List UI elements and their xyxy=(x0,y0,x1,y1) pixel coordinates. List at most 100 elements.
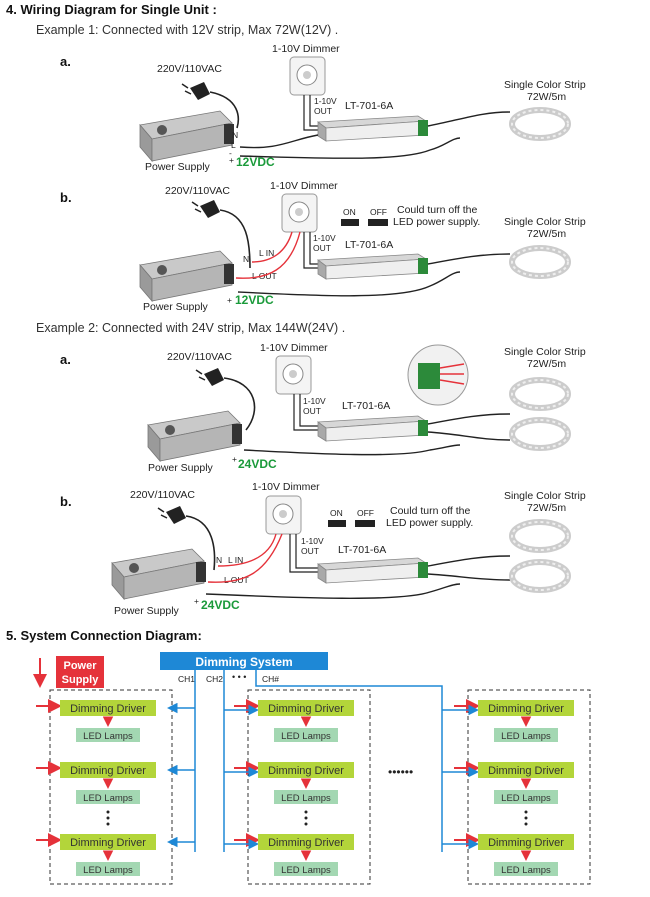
power-supply-label: Power Supply xyxy=(143,301,209,313)
controller-icon xyxy=(316,415,428,442)
ac-input-label: 220V/110VAC xyxy=(157,63,222,75)
dimming-driver-label: Dimming Driver xyxy=(268,765,344,777)
led-lamps-label: LED Lamps xyxy=(281,865,331,876)
terminal-n: N xyxy=(243,254,249,264)
dimmer-icon xyxy=(265,495,302,535)
more-rows-dot xyxy=(106,810,110,814)
terminal-closeup-icon xyxy=(407,344,469,406)
controller-label: LT-701-6A xyxy=(338,544,386,556)
dimming-driver-box xyxy=(258,700,354,716)
on-switch-icon xyxy=(328,520,346,527)
off-switch-icon xyxy=(355,520,375,527)
led-lamps-box xyxy=(274,862,338,876)
led-lamps-label: LED Lamps xyxy=(281,731,331,742)
led-lamps-label: LED Lamps xyxy=(501,731,551,742)
panel-example1-b: b. 220V/110VAC N L IN L OUT + Power Supp… xyxy=(60,180,586,313)
led-lamps-label: LED Lamps xyxy=(83,731,133,742)
dimmer-out-label-2: OUT xyxy=(303,406,321,416)
dimmer-out-label-2: OUT xyxy=(314,106,332,116)
power-supply-icon xyxy=(139,250,234,303)
dimming-driver-box xyxy=(258,834,354,850)
led-lamps-label: LED Lamps xyxy=(281,793,331,804)
led-strip-icon xyxy=(509,519,571,553)
terminal-n: N xyxy=(216,555,222,565)
power-supply-icon xyxy=(139,110,234,163)
dimming-driver-label: Dimming Driver xyxy=(488,765,564,777)
panel-example2-b: b. 220V/110VAC N L IN L OUT + Power Supp… xyxy=(60,481,586,617)
ac-plug-icon xyxy=(191,200,220,218)
dimmer-out-label-1: 1-10V xyxy=(313,233,336,243)
dimmer-label: 1-10V Dimmer xyxy=(270,180,338,192)
led-lamps-label: LED Lamps xyxy=(83,865,133,876)
dimming-driver-label: Dimming Driver xyxy=(488,837,564,849)
turn-off-note-2: LED power supply. xyxy=(386,517,473,529)
panel-example2-a: a. 220V/110VAC Power Supply + 24VDC 1-10… xyxy=(60,342,586,474)
dc-voltage-label: 24VDC xyxy=(201,598,240,612)
dimming-driver-box xyxy=(60,700,156,716)
dimming-driver-box xyxy=(478,762,574,778)
dimmer-out-label-2: OUT xyxy=(301,546,319,556)
controller-icon xyxy=(316,253,428,280)
off-label: OFF xyxy=(357,508,374,518)
group-ellipsis: •••••• xyxy=(388,765,413,779)
panel-example1-a: a. 220V/110VAC N L Power Supply + - 12VD… xyxy=(60,43,586,173)
dimmer-label: 1-10V Dimmer xyxy=(272,43,340,55)
ac-input-label: 220V/110VAC xyxy=(130,489,195,501)
terminal-plus: + xyxy=(232,454,237,464)
dimming-driver-box xyxy=(478,834,574,850)
channel-dots: • • • xyxy=(232,672,246,682)
off-switch-icon xyxy=(368,219,388,226)
strip-label-2: 72W/5m xyxy=(527,502,566,514)
channel-chn: CH# xyxy=(262,674,279,684)
power-supply-legend: Power Supply xyxy=(33,656,104,688)
dimming-driver-label: Dimming Driver xyxy=(70,765,146,777)
ac-input-label: 220V/110VAC xyxy=(167,351,232,363)
turn-off-note-2: LED power supply. xyxy=(393,216,480,228)
ac-plug-icon xyxy=(195,368,224,386)
more-rows-dot xyxy=(304,810,308,814)
led-lamps-label: LED Lamps xyxy=(501,793,551,804)
terminal-plus: + xyxy=(227,295,232,305)
led-lamps-box xyxy=(76,728,140,742)
controller-label: LT-701-6A xyxy=(342,400,390,412)
led-strip-icon xyxy=(509,107,571,141)
dimming-driver-label: Dimming Driver xyxy=(268,837,344,849)
dimmer-icon xyxy=(289,56,326,96)
on-switch-icon xyxy=(341,219,359,226)
ac-plug-icon xyxy=(181,82,210,100)
panel-letter: b. xyxy=(60,494,72,509)
channel-ch2: CH2 xyxy=(206,674,223,684)
power-supply-box-line1: Power xyxy=(63,660,97,672)
dimmer-icon xyxy=(281,193,318,233)
led-lamps-box xyxy=(76,790,140,804)
dimming-driver-box xyxy=(478,700,574,716)
terminal-plus: + xyxy=(194,596,199,606)
led-lamps-box xyxy=(76,862,140,876)
dimming-driver-label: Dimming Driver xyxy=(70,703,146,715)
example2-caption: Example 2: Connected with 24V strip, Max… xyxy=(36,321,345,335)
terminal-l: L xyxy=(231,140,236,150)
led-lamps-box xyxy=(274,790,338,804)
dc-voltage-label: 12VDC xyxy=(236,155,275,169)
ac-plug-icon xyxy=(157,506,186,524)
controller-label: LT-701-6A xyxy=(345,239,393,251)
section4-title: 4. Wiring Diagram for Single Unit : xyxy=(6,2,217,17)
more-rows-dot xyxy=(304,822,308,826)
led-strip-icon xyxy=(509,245,571,279)
led-strip-icon xyxy=(509,417,571,451)
dimmer-out-label-1: 1-10V xyxy=(314,96,337,106)
l-in-label: L IN xyxy=(228,555,243,565)
strip-label-2: 72W/5m xyxy=(527,358,566,370)
off-label: OFF xyxy=(370,207,387,217)
panel-letter: a. xyxy=(60,352,71,367)
controller-icon xyxy=(316,115,428,142)
controller-label: LT-701-6A xyxy=(345,100,393,112)
dimmer-out-label-1: 1-10V xyxy=(301,536,324,546)
panel-letter: b. xyxy=(60,190,72,205)
terminal-plus: + xyxy=(229,155,234,165)
example1-caption: Example 1: Connected with 12V strip, Max… xyxy=(36,23,338,37)
dimmer-label: 1-10V Dimmer xyxy=(260,342,328,354)
more-rows-dot xyxy=(524,810,528,814)
